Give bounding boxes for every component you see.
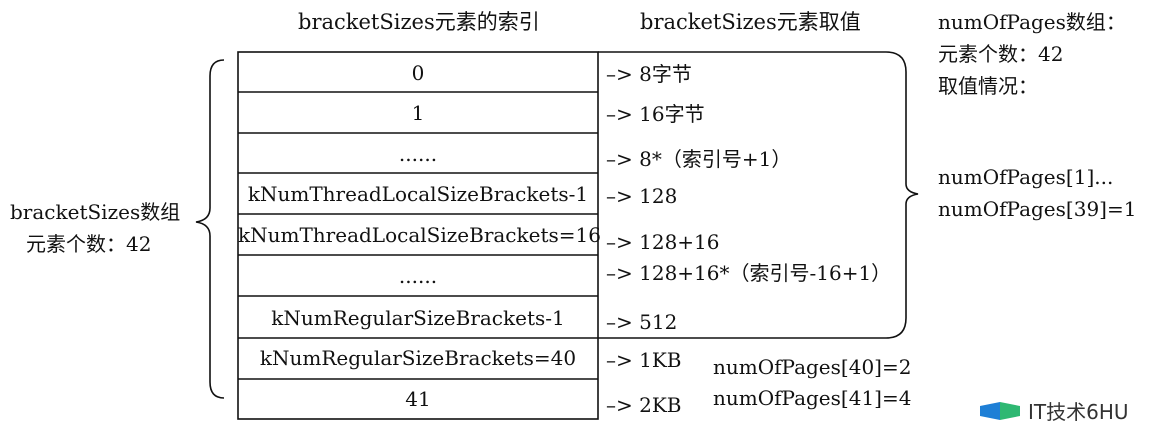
value-label-3: –> 128 — [606, 184, 678, 208]
value-column-header: bracketSizes元素取值 — [640, 10, 861, 34]
bracket-sizes-array-count: 元素个数：42 — [26, 232, 152, 256]
right-brace — [598, 51, 919, 339]
index-cell-3: kNumThreadLocalSizeBrackets-1 — [247, 182, 589, 206]
index-cell-7: kNumRegularSizeBrackets=40 — [259, 346, 577, 370]
index-cell-8: 41 — [405, 387, 431, 411]
watermark: IT技术6HU — [978, 396, 1129, 425]
index-column-header: bracketSizes元素的索引 — [298, 10, 540, 34]
left-brace — [195, 59, 225, 399]
pages-array-title: numOfPages数组： — [938, 10, 1126, 34]
index-cell-1: 1 — [411, 101, 425, 125]
index-cell-4: kNumThreadLocalSizeBrackets=16 — [238, 223, 601, 247]
value-label-8: –> 2KB — [606, 393, 682, 417]
value-label-5: –> 128+16*（索引号-16+1） — [606, 261, 892, 285]
pages-40-note: numOfPages[40]=2 — [713, 355, 912, 379]
value-label-1: –> 16字节 — [606, 102, 705, 126]
brand-logo-icon — [978, 400, 1022, 422]
index-cell-5: ...... — [398, 264, 438, 288]
pages-range-line2: numOfPages[39]=1 — [938, 197, 1137, 221]
value-label-7: –> 1KB — [606, 348, 682, 372]
table-outline — [237, 51, 599, 420]
value-label-0: –> 8字节 — [606, 62, 692, 86]
index-cell-6: kNumRegularSizeBrackets-1 — [271, 306, 565, 330]
value-label-4: –> 128+16 — [606, 230, 720, 254]
pages-array-count: 元素个数：42 — [938, 42, 1064, 66]
bracket-sizes-array-title: bracketSizes数组 — [10, 200, 181, 224]
watermark-text: IT技术6HU — [1028, 400, 1129, 424]
pages-range-line1: numOfPages[1]... — [938, 165, 1114, 189]
pages-array-values-label: 取值情况： — [938, 74, 1038, 98]
index-cell-2: ...... — [398, 142, 438, 166]
value-label-6: –> 512 — [606, 310, 678, 334]
pages-41-note: numOfPages[41]=4 — [713, 386, 912, 410]
index-cell-0: 0 — [411, 61, 425, 85]
value-label-2: –> 8*（索引号+1） — [606, 147, 792, 171]
